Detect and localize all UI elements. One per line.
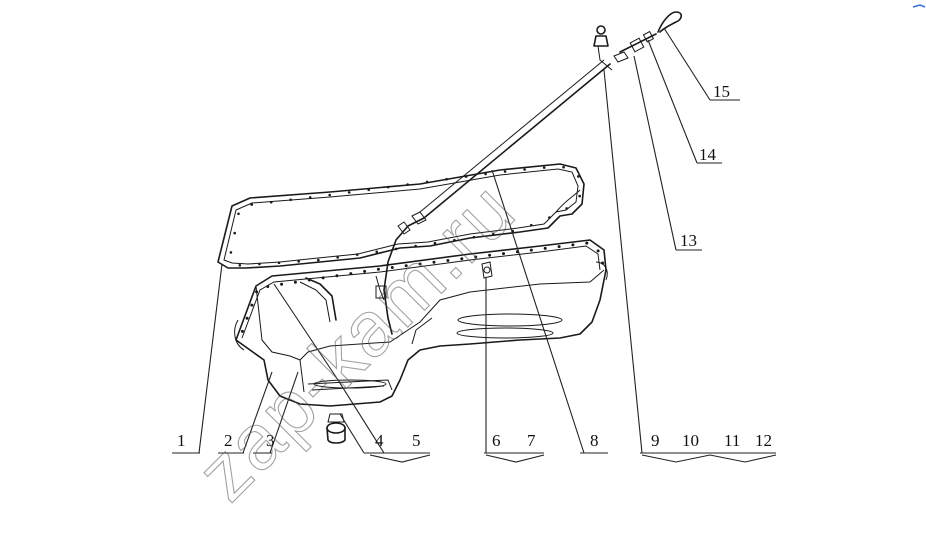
bolt-hole (317, 258, 320, 262)
bolt-hole (577, 175, 580, 178)
bolt-hole (565, 207, 568, 210)
bolt-hole (240, 329, 244, 333)
bolt-hole (503, 170, 507, 173)
bolt-hole (446, 259, 450, 262)
bolt-hole (355, 253, 359, 256)
bolt-hole (238, 264, 242, 267)
callout-12: 12 (755, 431, 772, 450)
bolt-hole (488, 253, 492, 257)
bolt-hole (308, 196, 312, 199)
bolt-hole (542, 166, 546, 169)
bolt-hole (335, 274, 339, 278)
oil-pan (234, 239, 608, 407)
bolt-hole (523, 168, 526, 171)
callout-4: 4 (375, 431, 384, 450)
callout-6: 6 (492, 431, 501, 450)
bolt-hole (250, 303, 254, 307)
bolt-hole (406, 183, 409, 186)
bolt-hole (601, 261, 605, 265)
callout-9: 9 (651, 431, 660, 450)
bolt-hole (297, 260, 301, 263)
bolt-hole (293, 280, 297, 284)
bolt-hole (255, 290, 259, 294)
bolt-hole (229, 251, 233, 254)
bolt-hole (484, 172, 487, 176)
bolt-hole (418, 262, 422, 266)
bolt-hole (289, 198, 293, 202)
bolt-hole (530, 223, 533, 227)
bolt-hole (363, 269, 367, 273)
bolt-hole (347, 191, 351, 194)
bolt-hole (492, 232, 495, 236)
bolt-hole (571, 243, 575, 247)
callout-8: 8 (590, 431, 599, 450)
callout-11: 11 (724, 431, 740, 450)
callout-10: 10 (682, 431, 699, 450)
bolt-hole (328, 193, 332, 197)
bolt-hole (548, 216, 551, 219)
callout-1: 1 (177, 431, 186, 450)
oil-level-sensor (481, 261, 493, 279)
callout-labels: 1 2 3 4 5 6 7 8 9 10 11 12 13 14 15 (177, 82, 772, 450)
bolt-hole (433, 241, 437, 245)
bolt-hole (277, 261, 281, 265)
bolt-hole (394, 247, 398, 251)
bolt-hole (266, 285, 270, 288)
bolt-hole (390, 266, 394, 269)
callout-13: 13 (680, 231, 697, 250)
bolt-hole (502, 252, 505, 256)
oil-suction-pipe (299, 275, 387, 323)
corner-mark-icon (912, 4, 926, 8)
bolt-hole (578, 194, 581, 198)
callout-14: 14 (699, 145, 717, 164)
bolt-hole (258, 262, 261, 266)
callout-7: 7 (527, 431, 536, 450)
bolt-hole (585, 241, 589, 245)
bolt-hole (529, 248, 533, 252)
bolt-hole (445, 177, 448, 181)
bolt-hole (386, 185, 390, 189)
bolt-hole (376, 267, 380, 271)
leader-lines (172, 27, 777, 463)
bolt-hole (375, 250, 379, 254)
bolt-hole (453, 238, 456, 242)
bolt-hole (474, 255, 478, 259)
bolt-hole (562, 165, 565, 169)
bolt-hole (321, 276, 325, 280)
bolt-hole (233, 231, 236, 235)
bolt-hole (404, 264, 408, 268)
callout-2: 2 (224, 431, 233, 450)
callout-5: 5 (412, 431, 421, 450)
callout-3: 3 (266, 431, 275, 450)
drain-plug (326, 413, 346, 444)
bolt-hole (543, 246, 547, 250)
bolt-hole (557, 245, 561, 249)
bolt-hole (367, 188, 371, 192)
oil-pan-gasket (217, 163, 585, 269)
bolt-hole (414, 244, 417, 248)
bolt-hole (432, 260, 436, 264)
watermark-text: zap-kam.ru (180, 165, 532, 517)
bolt-hole (596, 249, 600, 253)
callout-15: 15 (713, 82, 730, 101)
dipstick-head (593, 11, 683, 71)
bolt-hole (237, 212, 240, 216)
bolt-hole (464, 175, 468, 178)
bolt-hole (460, 257, 464, 261)
bolt-hole (269, 200, 273, 204)
bolt-hole (425, 180, 429, 184)
dipstick-tube (383, 59, 611, 335)
bolt-hole (250, 203, 253, 206)
bolt-hole (349, 272, 353, 276)
bolt-hole (472, 235, 476, 239)
bolt-hole (245, 316, 249, 320)
bolt-hole (336, 256, 340, 259)
bolt-hole (280, 282, 284, 286)
